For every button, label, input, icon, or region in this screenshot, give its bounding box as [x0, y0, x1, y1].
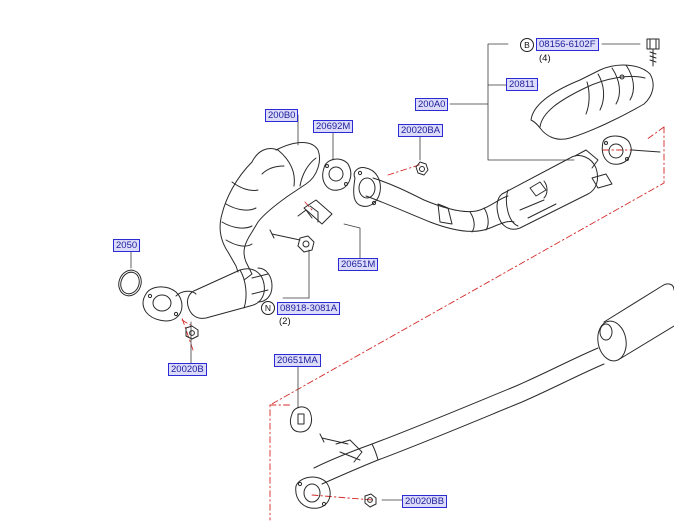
callout-qty-2: (2) [279, 316, 291, 327]
callout-20651M[interactable]: 20651M [338, 258, 379, 271]
callout-20020B[interactable]: 20020B [168, 363, 207, 376]
callout-20020BA[interactable]: 20020BA [398, 124, 444, 137]
hanger-20651M [269, 199, 333, 241]
stud-08918-3081A [297, 235, 315, 253]
leader-lines [130, 43, 641, 501]
nut-20020BA [415, 161, 429, 176]
nut-20020B [185, 325, 199, 340]
hanger-20651MA [289, 406, 349, 445]
callout-20020BB[interactable]: 20020BB [402, 495, 448, 508]
bolt-08156-6102F [646, 38, 660, 67]
rear-muffler [597, 283, 674, 362]
center-pipe [313, 347, 605, 485]
gasket-right [601, 135, 661, 165]
nut-20020BB [364, 493, 377, 508]
ring-gasket-2050 [118, 269, 142, 297]
callout-08918-3081A[interactable]: 08918-3081A [277, 302, 341, 315]
callout-2050[interactable]: 2050 [113, 239, 141, 252]
callout-08156-6102F[interactable]: 08156-6102F [536, 38, 599, 51]
callout-200A0[interactable]: 200A0 [415, 98, 449, 111]
flange-intermediate-front [353, 167, 381, 207]
flange-front-left [142, 286, 197, 322]
callout-200B0[interactable]: 200B0 [265, 109, 299, 122]
bolt-marker-b: B [520, 38, 534, 52]
callout-qty-4: (4) [539, 53, 551, 64]
front-catalyst [187, 267, 273, 319]
gasket-20692M [322, 158, 352, 191]
stud-marker-n: N [261, 301, 275, 315]
intermediate-pipe [365, 177, 515, 233]
catalytic-converter-200A0 [496, 149, 613, 230]
flange-rear [295, 476, 331, 509]
heat-shield-20811 [530, 64, 654, 140]
assembly-boundary-dashed [181, 126, 665, 521]
front-pipe-200B0 [219, 142, 320, 281]
callout-20651MA[interactable]: 20651MA [274, 354, 321, 367]
callout-20811[interactable]: 20811 [506, 78, 538, 91]
callout-20692M[interactable]: 20692M [313, 120, 354, 133]
